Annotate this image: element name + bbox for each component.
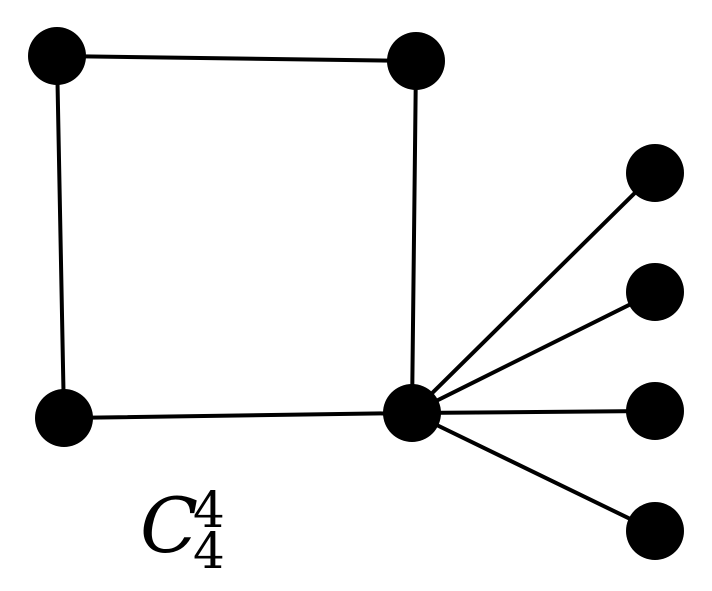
vertex-v7	[626, 382, 684, 440]
edge-v4-v5	[410, 171, 657, 415]
vertex-v3	[35, 389, 93, 447]
graph-label-subscript: 4	[193, 522, 225, 580]
edge-v4-v8	[410, 411, 657, 533]
graph-label: C 4 4	[140, 481, 225, 580]
vertex-v8	[626, 502, 684, 560]
graph-label-base: C	[140, 481, 198, 570]
vertex-v2	[387, 32, 445, 90]
edge-v1-v3	[55, 54, 66, 420]
vertex-v6	[626, 263, 684, 321]
vertex-v4	[383, 384, 441, 442]
edge-v4-v6	[410, 290, 657, 415]
edge-v2-v4	[410, 59, 418, 415]
graph-vertices	[28, 27, 684, 560]
edge-v3-v4	[62, 411, 414, 420]
graph-label-superscript: 4	[193, 481, 225, 539]
vertex-v5	[626, 144, 684, 202]
edge-v1-v2	[55, 54, 418, 63]
vertex-v1	[28, 27, 86, 85]
edge-v4-v7	[410, 409, 657, 415]
graph-edges	[55, 54, 657, 533]
